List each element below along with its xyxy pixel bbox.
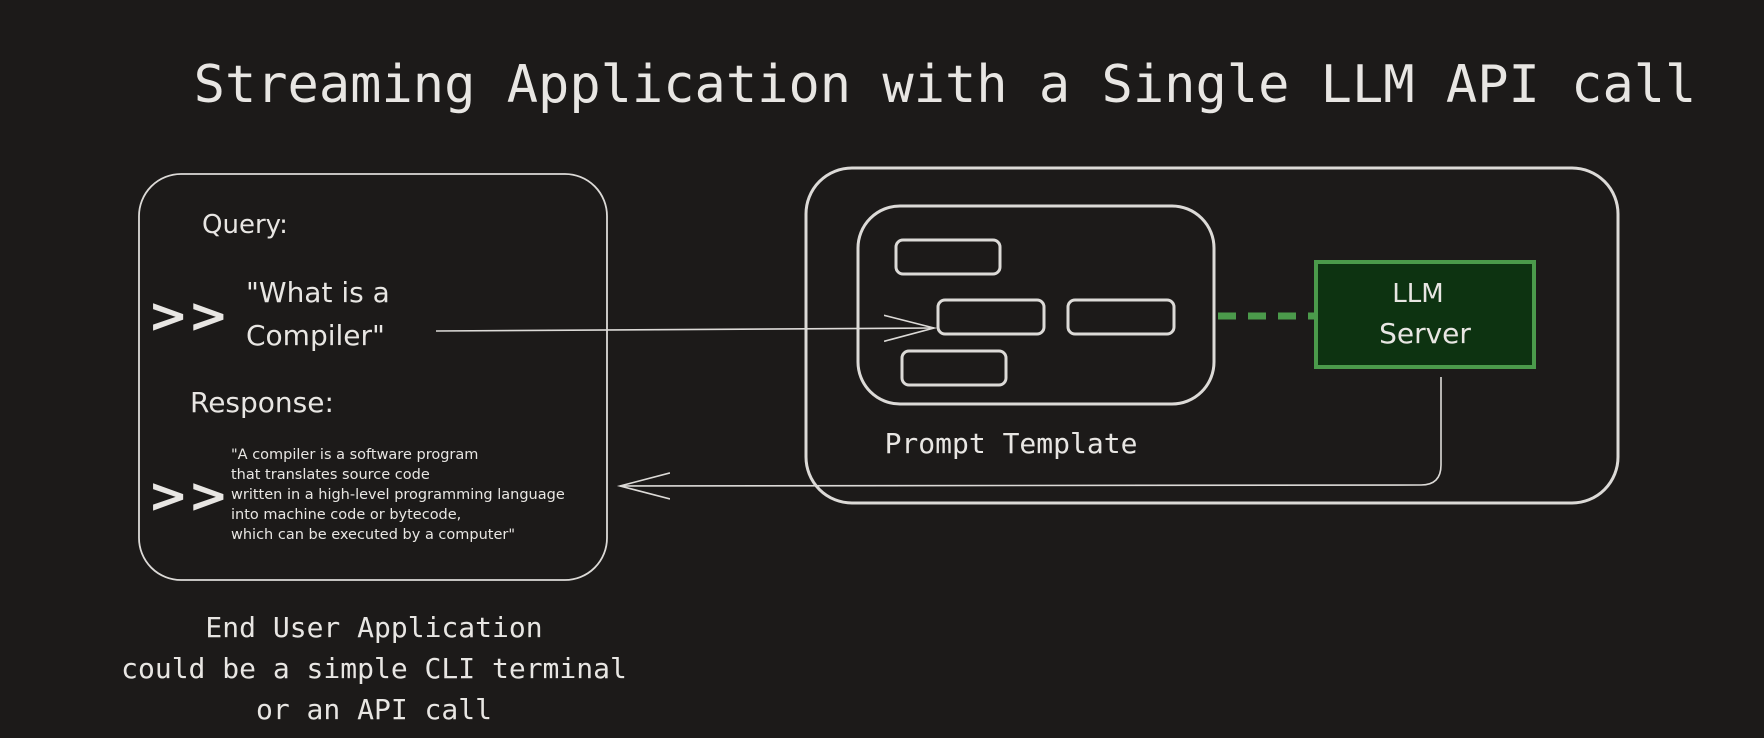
query-arrow	[435, 328, 934, 331]
response-arrow	[620, 377, 1442, 486]
caption-line: End User Application	[205, 611, 542, 644]
response-line: "A compiler is a software program	[231, 447, 478, 463]
diagram-title: Streaming Application with a Single LLM …	[194, 55, 1697, 115]
llm-server-label: LLM	[1392, 279, 1443, 309]
query-label: Query:	[202, 210, 288, 240]
template-slot	[1066, 298, 1176, 336]
query-line: Compiler"	[246, 319, 385, 352]
llm-server-label: Server	[1379, 317, 1471, 350]
response-line: which can be executed by a computer"	[231, 527, 515, 543]
caption-line: or an API call	[256, 693, 492, 726]
template-slot	[936, 298, 1046, 336]
response-line: written in a high-level programming lang…	[231, 487, 565, 503]
template-slot	[894, 238, 1002, 276]
prompt-symbol-icon: >>	[148, 468, 228, 524]
prompt-template-label: Prompt Template	[885, 427, 1138, 460]
prompt-symbol-icon: >>	[148, 288, 228, 344]
response-line: that translates source code	[231, 467, 430, 483]
end-user-application-box: Query: >> "What is a Compiler" Response:…	[138, 173, 608, 581]
template-slot	[900, 349, 1008, 387]
response-label: Response:	[190, 386, 334, 419]
prompt-template-box	[856, 204, 1216, 406]
llm-server-box: LLM Server	[1314, 260, 1536, 369]
backend-box	[804, 166, 1620, 505]
caption-line: could be a simple CLI terminal	[121, 652, 627, 685]
response-line: into machine code or bytecode,	[231, 507, 461, 523]
query-line: "What is a	[246, 276, 390, 309]
